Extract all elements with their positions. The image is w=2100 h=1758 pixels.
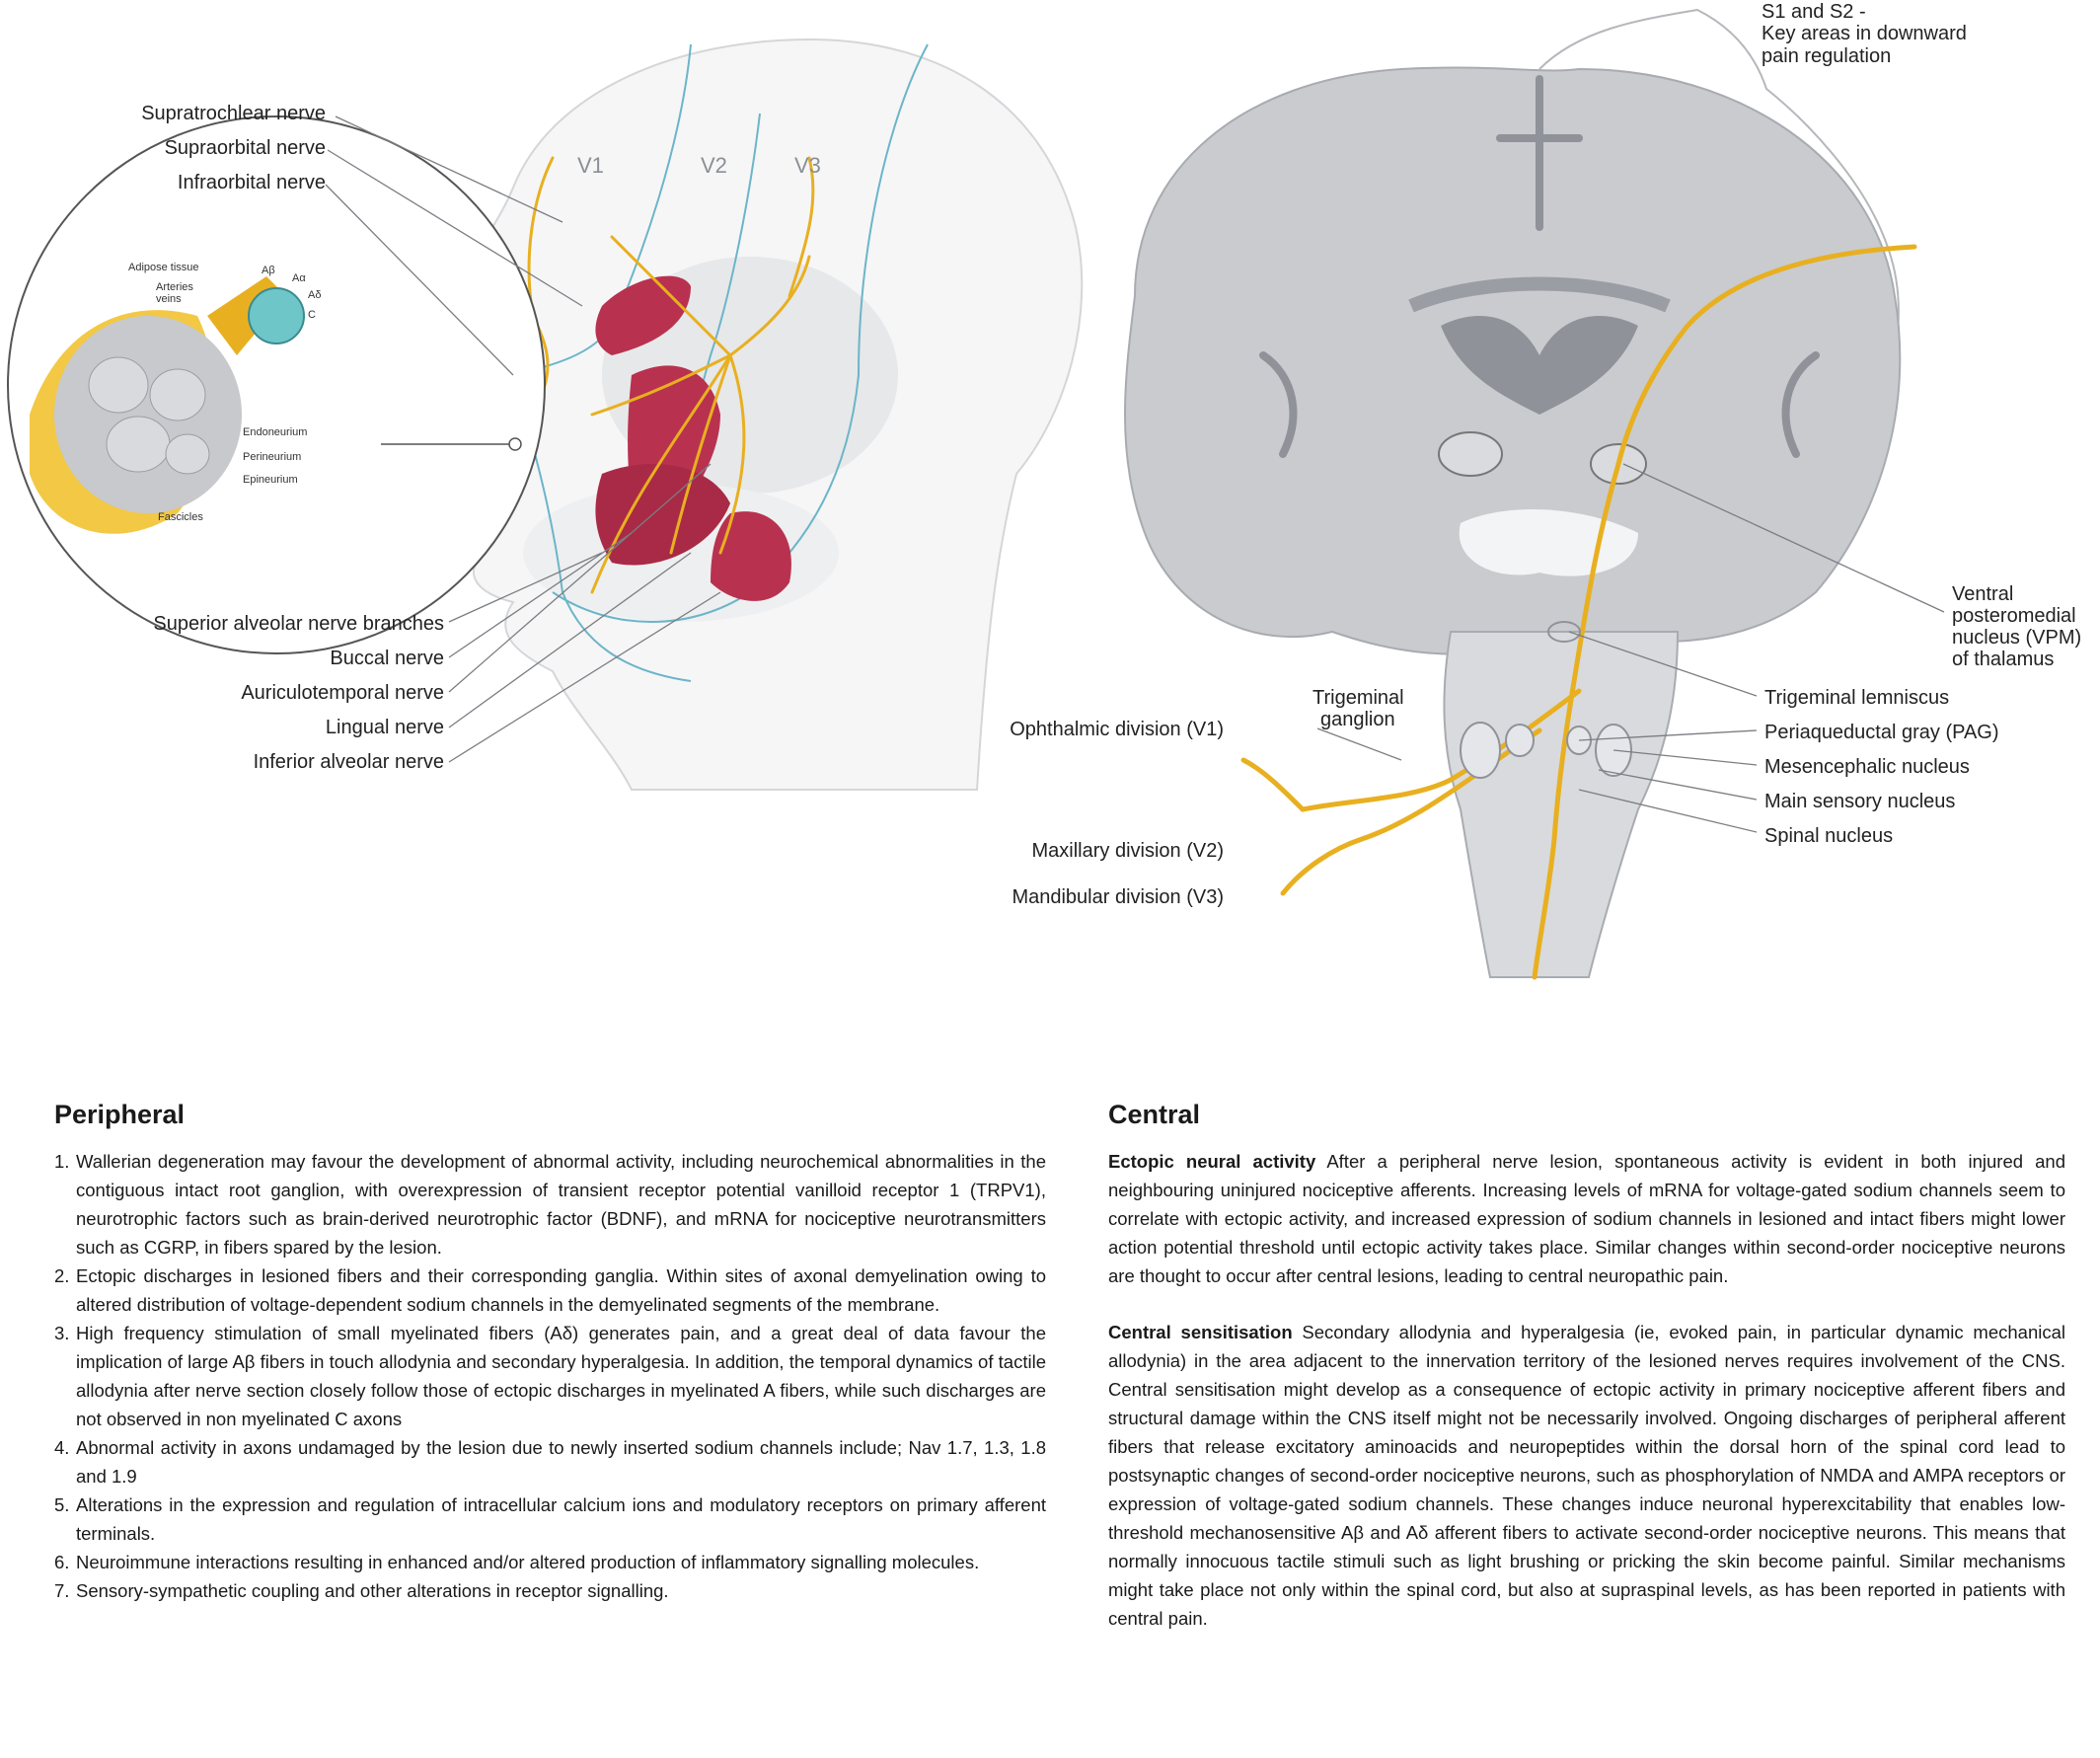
homunculus-sketch [1538,8,1900,356]
head-illustration [7,38,1084,791]
label-maxillary-division: Maxillary division (V2) [1031,840,1225,862]
label-mesencephalic-nucleus: Mesencephalic nucleus [1764,756,1970,778]
temporalis-muscle [595,275,691,355]
item-number: 5. [54,1494,70,1515]
label-mandibular-division: Mandibular division (V3) [1012,886,1224,908]
label-vpm-line4: of thalamus [1952,649,2055,670]
pterygoid-muscle [711,511,791,601]
nerve-cross-section-inset [7,115,546,654]
inset-label-adelta: Aδ [308,289,322,301]
zone-label-v1: V1 [577,153,604,178]
thalamus-left [1438,431,1503,477]
buccinator-muscle [595,464,730,566]
inset-label-fascicles: Fascicles [158,511,203,523]
ectopic-paragraph: Ectopic neural activity After a peripher… [1108,1147,2065,1290]
item-number: 4. [54,1437,70,1458]
item-number: 1. [54,1151,70,1172]
label-trigeminal-ganglion-line2: ganglion [1320,709,1395,730]
inset-label-perineurium: Perineurium [243,451,302,463]
peripheral-item: 3. High frequency stimulation of small my… [54,1319,1046,1433]
label-s1s2-line3: pain regulation [1762,45,1892,67]
item-text: Alterations in the expression and regula… [76,1494,1046,1544]
sensitisation-paragraph: Central sensitisation Secondary allodyni… [1108,1318,2065,1633]
peripheral-item: 1. Wallerian degeneration may favour the … [54,1147,1046,1261]
label-ophthalmic-division: Ophthalmic division (V1) [1010,719,1224,740]
central-section: Central Ectopic neural activity After a … [1108,1101,2065,1633]
item-text: Abnormal activity in axons undamaged by … [76,1437,1046,1487]
peripheral-item: 5. Alterations in the expression and regu… [54,1490,1046,1548]
sulci [1259,75,1820,458]
item-text: Ectopic discharges in lesioned fibers an… [76,1265,1046,1315]
central-heading: Central [1108,1100,1201,1129]
label-inferior-alveolar-nerve: Inferior alveolar nerve [253,751,444,773]
inset-label-epineurium: Epineurium [243,474,298,486]
item-text: Neuroimmune interactions resulting in en… [76,1552,980,1572]
label-buccal-nerve: Buccal nerve [330,648,444,669]
inset-label-abeta: Aβ [262,265,275,276]
label-s1s2-line2: Key areas in downward [1762,23,1967,44]
label-supraorbital-nerve: Supraorbital nerve [164,137,326,159]
item-text: Sensory-sympathetic coupling and other a… [76,1580,669,1601]
inset-label-adipose: Adipose tissue [128,262,199,273]
brain-illustration [1124,8,1945,980]
peripheral-item: 4. Abnormal activity in axons undamaged b… [54,1433,1046,1490]
peripheral-item: 7. Sensory-sympathetic coupling and other… [54,1576,1046,1605]
label-trigeminal-ganglion-line1: Trigeminal [1312,687,1404,709]
inset-label-endoneurium: Endoneurium [243,426,308,438]
inset-label-c: C [308,309,316,321]
zone-label-v3: V3 [794,153,821,178]
head-leader-lines [325,115,721,763]
label-main-sensory-nucleus: Main sensory nucleus [1764,791,1956,812]
item-number: 2. [54,1265,70,1286]
sensitisation-text: Secondary allodynia and hyperalgesia (ie… [1108,1322,2066,1629]
label-infraorbital-nerve: Infraorbital nerve [177,172,326,193]
item-number: 6. [54,1552,70,1572]
label-spinal-nucleus: Spinal nucleus [1764,825,1894,847]
brainstem [1443,631,1680,978]
item-text: High frequency stimulation of small myel… [76,1323,1046,1429]
label-s1s2-line1: S1 and S2 - [1762,1,1866,23]
inset-label-arteries: Arteries veins [156,281,193,305]
label-superior-alveolar-nerve: Superior alveolar nerve branches [153,613,444,635]
peripheral-heading: Peripheral [54,1100,186,1129]
label-periaqueductal-gray: Periaqueductal gray (PAG) [1764,722,1999,743]
zone-label-v2: V2 [701,153,727,178]
peripheral-item: 6. Neuroimmune interactions resulting in … [54,1548,1046,1576]
dermatome-line-v3 [552,43,929,623]
peripheral-list: 1. Wallerian degeneration may favour the … [54,1147,1046,1605]
peripheral-item: 2. Ectopic discharges in lesioned fibers … [54,1261,1046,1319]
label-lingual-nerve: Lingual nerve [325,717,444,738]
item-text: Wallerian degeneration may favour the de… [76,1151,1046,1258]
peripheral-section: Peripheral 1. Wallerian degeneration may … [54,1101,1046,1605]
corpus-callosum [1408,276,1671,313]
ectopic-text: After a peripheral nerve lesion, spontan… [1108,1151,2065,1286]
lateral-ventricles [1441,316,1638,415]
inset-label-aalpha: Aα [292,272,306,284]
label-vpm-line1: Ventral [1952,583,2014,605]
trigeminal-illustration [7,8,1945,980]
sensitisation-title: Central sensitisation [1108,1322,1293,1342]
label-trigeminal-lemniscus: Trigeminal lemniscus [1764,687,1950,709]
label-vpm-line3: nucleus (VPM) [1952,627,2082,649]
label-auriculotemporal-nerve: Auriculotemporal nerve [241,682,444,704]
item-number: 3. [54,1323,70,1343]
label-supratrochlear-nerve: Supratrochlear nerve [141,103,326,124]
label-vpm-line2: posteromedial [1952,605,2076,627]
item-number: 7. [54,1580,70,1601]
ectopic-title: Ectopic neural activity [1108,1151,1316,1172]
brain-leader-lines [1316,463,1945,833]
